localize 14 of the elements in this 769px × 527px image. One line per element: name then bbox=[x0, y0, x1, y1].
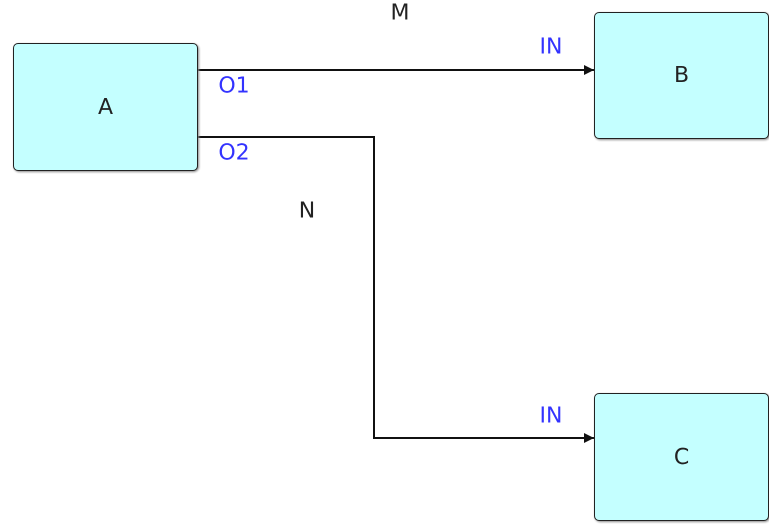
node-label: B bbox=[674, 63, 690, 88]
port-label: IN bbox=[540, 404, 562, 428]
process-box bbox=[13, 43, 198, 171]
process-box bbox=[594, 12, 769, 139]
port-label: O2 bbox=[218, 140, 250, 166]
edge-label: M bbox=[390, 0, 410, 26]
arrow bbox=[198, 136, 594, 443]
node-label: A bbox=[98, 94, 114, 120]
port-label: IN bbox=[540, 34, 562, 60]
edge-label: N bbox=[298, 198, 316, 224]
port-label: O1 bbox=[218, 74, 250, 98]
process-box bbox=[594, 393, 769, 521]
arrow bbox=[198, 65, 594, 75]
node-label: C bbox=[674, 444, 690, 470]
